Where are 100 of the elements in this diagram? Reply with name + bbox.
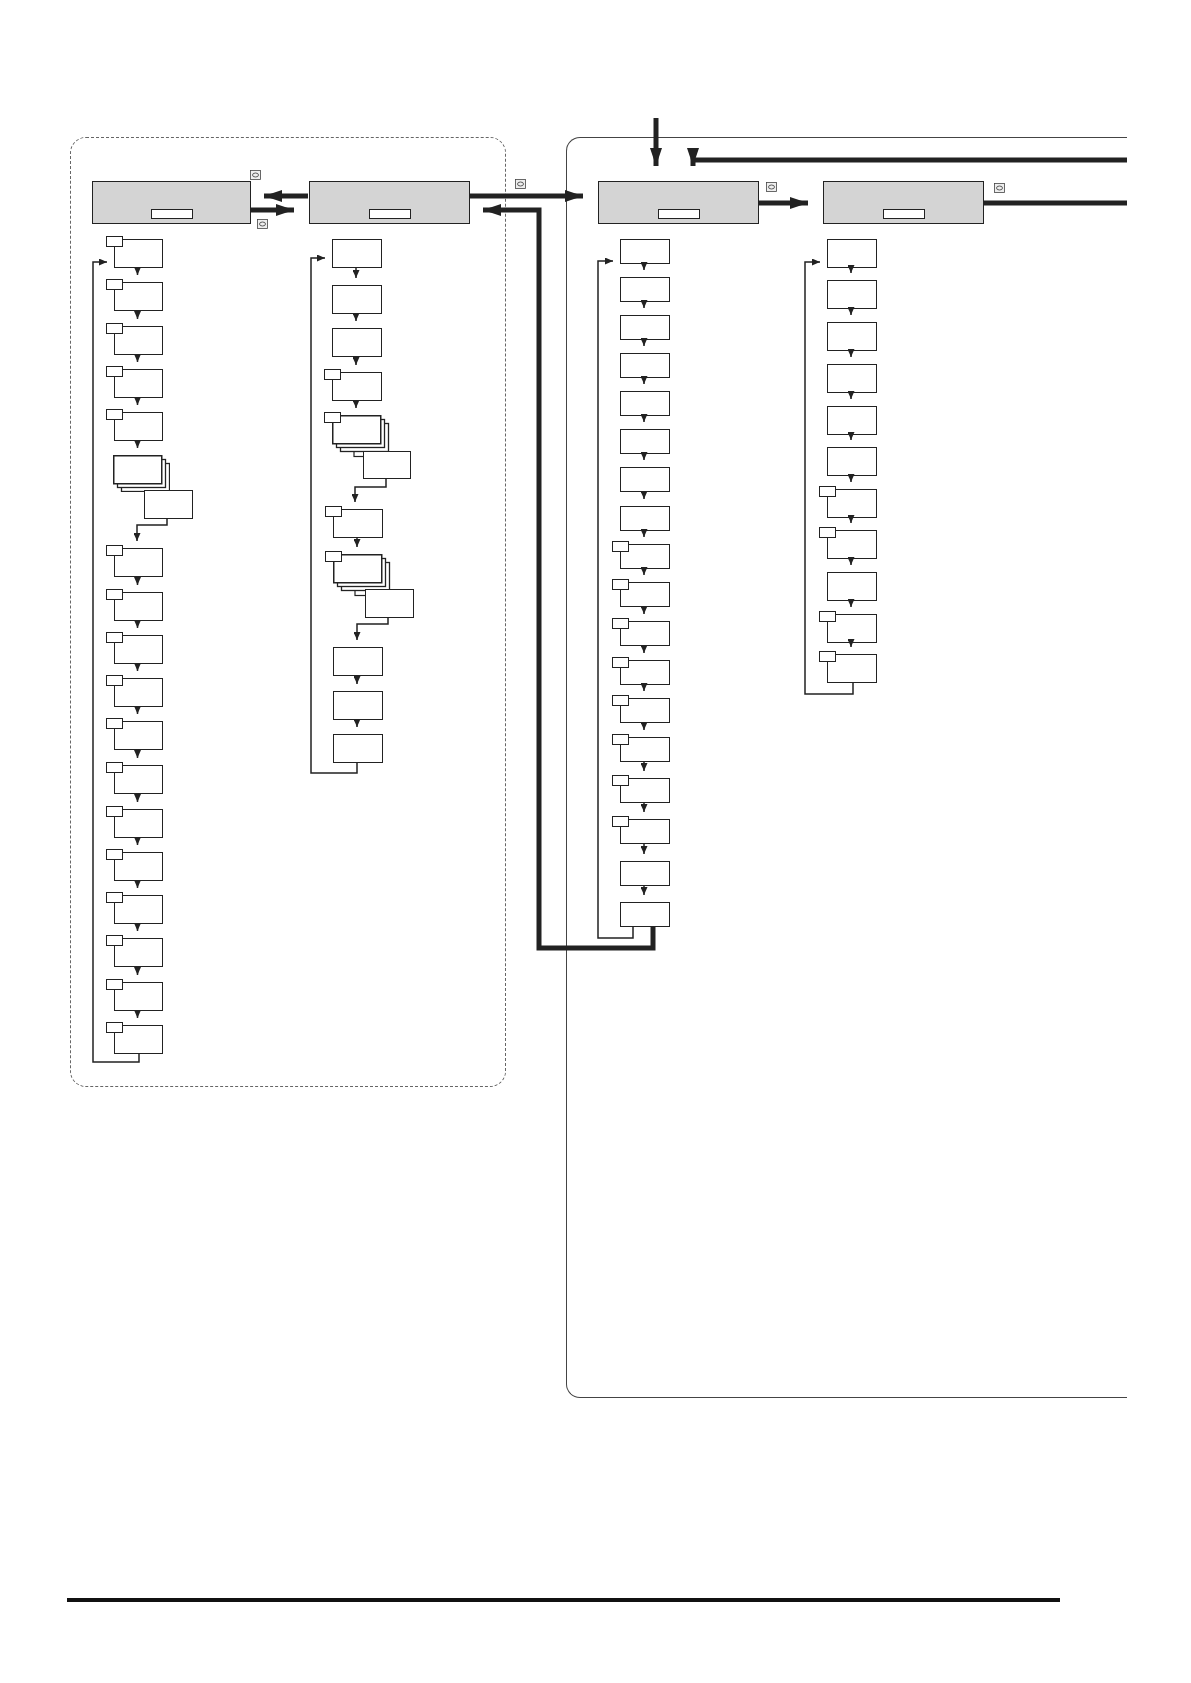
step-box bbox=[114, 282, 163, 311]
arrow bbox=[640, 801, 648, 813]
connector-line bbox=[983, 200, 1127, 206]
step-box bbox=[114, 326, 163, 355]
step-box bbox=[114, 895, 163, 924]
arrow bbox=[134, 439, 141, 449]
step-box bbox=[827, 447, 877, 476]
step-box bbox=[827, 614, 877, 643]
arrow bbox=[92, 258, 140, 1063]
arrow bbox=[640, 644, 648, 654]
step-box bbox=[114, 852, 163, 881]
arrow bbox=[640, 414, 648, 423]
arrow bbox=[847, 391, 855, 400]
step-box bbox=[114, 938, 163, 967]
step-box bbox=[114, 369, 163, 398]
step-box bbox=[333, 509, 383, 538]
step-box bbox=[332, 285, 382, 314]
arrow bbox=[250, 204, 294, 216]
header-box bbox=[309, 181, 470, 224]
arrow bbox=[351, 477, 387, 503]
header-box bbox=[823, 181, 984, 224]
step-box bbox=[333, 691, 383, 720]
step-box bbox=[114, 721, 163, 750]
arrow bbox=[640, 490, 648, 500]
step-box bbox=[144, 490, 193, 519]
arrow bbox=[650, 118, 662, 166]
step-box bbox=[620, 467, 670, 492]
step-box bbox=[620, 737, 670, 762]
step-box bbox=[333, 734, 383, 763]
arrow bbox=[352, 312, 360, 322]
step-box bbox=[620, 391, 670, 416]
step-box bbox=[620, 506, 670, 531]
step-box bbox=[620, 315, 670, 340]
step-box bbox=[620, 429, 670, 454]
step-box bbox=[827, 530, 877, 559]
step-box bbox=[620, 544, 670, 569]
step-box bbox=[114, 592, 163, 621]
arrow bbox=[134, 396, 141, 406]
arrow bbox=[353, 616, 389, 641]
step-box bbox=[332, 328, 382, 357]
arrow bbox=[847, 515, 855, 524]
step-box bbox=[620, 621, 670, 646]
step-box bbox=[114, 412, 163, 441]
arrow bbox=[640, 338, 648, 347]
arrow bbox=[804, 258, 854, 695]
arrow bbox=[758, 197, 808, 209]
arrow bbox=[640, 376, 648, 385]
arrow bbox=[847, 307, 855, 316]
step-box bbox=[620, 819, 670, 844]
arrow bbox=[352, 355, 360, 366]
step-box bbox=[114, 548, 163, 577]
arrow bbox=[134, 309, 141, 320]
arrow bbox=[847, 557, 855, 566]
arrow bbox=[847, 639, 855, 648]
arrow bbox=[640, 683, 648, 692]
arrow bbox=[687, 148, 1127, 166]
arrow bbox=[264, 190, 308, 202]
arrow bbox=[134, 705, 141, 715]
arrow bbox=[640, 721, 648, 731]
step-box bbox=[114, 239, 163, 268]
arrow bbox=[640, 529, 648, 538]
arrow bbox=[640, 300, 648, 309]
step-box bbox=[114, 765, 163, 794]
arrow bbox=[133, 517, 168, 542]
arrow bbox=[353, 718, 361, 728]
step-box bbox=[620, 778, 670, 803]
header-box bbox=[92, 181, 251, 224]
dashed-group-frame bbox=[70, 137, 506, 1087]
arrow bbox=[847, 432, 855, 441]
arrow bbox=[134, 575, 141, 586]
step-box bbox=[620, 698, 670, 723]
step-box bbox=[827, 406, 877, 435]
step-box bbox=[620, 582, 670, 607]
arrow bbox=[134, 662, 141, 672]
arrow bbox=[483, 204, 656, 951]
arrow bbox=[134, 748, 141, 759]
step-box bbox=[827, 239, 877, 268]
header-box bbox=[598, 181, 759, 224]
stacked-box-drawing bbox=[113, 455, 170, 492]
step-box bbox=[827, 572, 877, 601]
arrow bbox=[640, 842, 648, 855]
arrow bbox=[847, 349, 855, 358]
step-box bbox=[365, 589, 414, 618]
arrow bbox=[134, 965, 141, 976]
step-box bbox=[114, 809, 163, 838]
step-box bbox=[363, 451, 411, 479]
step-box bbox=[827, 322, 877, 351]
step-box bbox=[620, 239, 670, 264]
step-box bbox=[620, 277, 670, 302]
step-box bbox=[332, 239, 382, 268]
arrow bbox=[847, 599, 855, 608]
step-box bbox=[114, 635, 163, 664]
step-box bbox=[332, 372, 382, 401]
arrow bbox=[640, 760, 648, 772]
step-box bbox=[114, 678, 163, 707]
step-box bbox=[827, 280, 877, 309]
arrow bbox=[310, 254, 358, 774]
arrow bbox=[134, 792, 141, 803]
arrow bbox=[134, 619, 141, 629]
step-box bbox=[827, 489, 877, 518]
